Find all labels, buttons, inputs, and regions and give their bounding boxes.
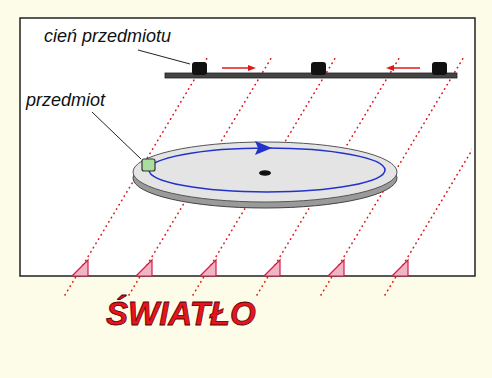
shadow bbox=[432, 62, 447, 75]
rotation-arrow bbox=[255, 141, 272, 155]
object-label: przedmiot bbox=[26, 91, 105, 111]
object bbox=[142, 159, 155, 171]
shadow-label: cień przedmiotu bbox=[44, 27, 171, 47]
light-source bbox=[328, 260, 344, 276]
light-source bbox=[200, 260, 216, 276]
light-source bbox=[392, 260, 408, 276]
motion-arrows bbox=[222, 65, 420, 71]
light-rays bbox=[65, 55, 472, 295]
light-ray bbox=[385, 55, 472, 295]
leader-line bbox=[138, 50, 190, 64]
screen-bar bbox=[165, 73, 457, 78]
axis bbox=[259, 170, 271, 176]
shadow bbox=[192, 62, 207, 75]
leader-line bbox=[92, 112, 141, 159]
frame bbox=[20, 18, 475, 276]
light-source bbox=[136, 260, 152, 276]
light-source bbox=[264, 260, 280, 276]
orbit bbox=[149, 148, 385, 192]
light-source bbox=[72, 260, 88, 276]
light-label: ŚWIATŁO bbox=[106, 296, 256, 332]
disk bbox=[133, 142, 397, 202]
light-sources bbox=[72, 260, 408, 276]
shadow bbox=[311, 62, 326, 75]
